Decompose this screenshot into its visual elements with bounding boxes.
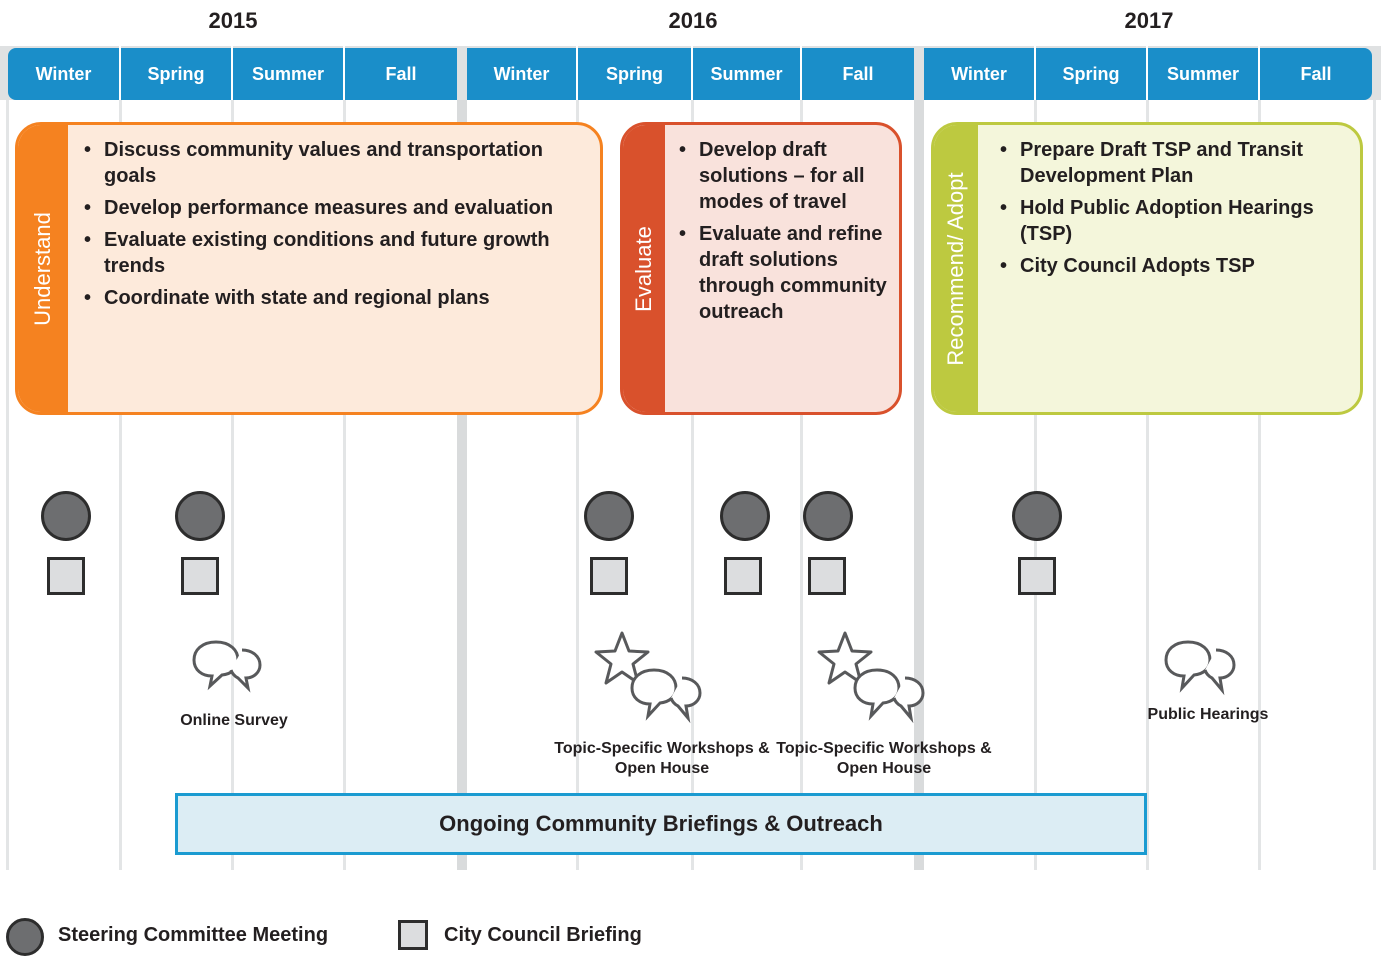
- grid-line: [6, 100, 9, 870]
- list-item: Hold Public Adoption Hearings (TSP): [996, 195, 1356, 247]
- season-separator: [343, 46, 345, 100]
- city-council-briefing-icon: [808, 557, 846, 595]
- grid-line: [1373, 100, 1376, 870]
- phase-understand-label: Understand: [30, 211, 55, 326]
- season-separator: [691, 46, 693, 100]
- grid-line: [1034, 100, 1037, 870]
- grid-line: [343, 100, 346, 870]
- season-label: Spring: [147, 64, 205, 84]
- list-item: Coordinate with state and regional plans: [80, 285, 590, 311]
- phase-recommend-list: Prepare Draft TSP and Transit Developmen…: [996, 137, 1356, 285]
- city-council-briefing-icon: [724, 557, 762, 595]
- grid-line: [231, 100, 234, 870]
- list-item: Evaluate and refine draft solutions thro…: [675, 221, 897, 325]
- steering-committee-meeting-icon: [584, 491, 634, 541]
- list-item: Develop draft solutions – for all modes …: [675, 137, 897, 215]
- grid-line: [691, 100, 694, 870]
- year-2016: 2016: [668, 8, 718, 33]
- season-separator: [1258, 46, 1260, 100]
- season-label: Spring: [1062, 64, 1120, 84]
- star-icon: [817, 631, 873, 685]
- grid-line: [119, 100, 122, 870]
- year-2015: 2015: [208, 8, 258, 33]
- phase-understand-list: Discuss community values and transportat…: [80, 137, 590, 317]
- list-item: Prepare Draft TSP and Transit Developmen…: [996, 137, 1356, 189]
- speech-bubbles-icon: [192, 640, 262, 693]
- legend-steering-label: Steering Committee Meeting: [58, 924, 329, 946]
- season-label: Summer: [710, 64, 783, 84]
- steering-committee-meeting-icon: [1012, 491, 1062, 541]
- season-label: Summer: [251, 64, 325, 84]
- speech-bubbles-icon: [853, 668, 925, 724]
- phase-recommend-tab: Recommend/ Adopt: [934, 125, 978, 412]
- phase-understand-tab: Understand: [18, 125, 68, 412]
- list-item: Develop performance measures and evaluat…: [80, 195, 590, 221]
- season-label: Winter: [493, 64, 550, 84]
- grid-line: [1258, 100, 1261, 870]
- list-item: City Council Adopts TSP: [996, 253, 1356, 279]
- phase-evaluate-tab: Evaluate: [623, 125, 665, 412]
- phase-understand: Understand Discuss community values and …: [15, 122, 603, 415]
- season-bar-2016: [467, 48, 914, 100]
- grid-line: [1146, 100, 1149, 870]
- season-separator: [231, 46, 233, 100]
- steering-committee-meeting-icon: [720, 491, 770, 541]
- season-separator: [119, 46, 121, 100]
- phase-evaluate-label: Evaluate: [631, 225, 656, 312]
- phase-recommend-label: Recommend/ Adopt: [943, 171, 968, 366]
- year-divider: [457, 100, 467, 870]
- city-council-briefing-icon: [47, 557, 85, 595]
- event-online-survey: Online Survey: [180, 712, 288, 729]
- season-label: Winter: [35, 64, 92, 84]
- season-separator: [1034, 46, 1036, 100]
- legend-council-icon: [398, 920, 428, 950]
- season-bar-2017: [924, 48, 1372, 100]
- phase-recommend-adopt: Recommend/ Adopt Prepare Draft TSP and T…: [931, 122, 1363, 415]
- speech-bubbles-icon: [1164, 640, 1236, 696]
- season-label: Fall: [1300, 64, 1332, 84]
- event-public-hearings: Public Hearings: [1147, 706, 1269, 723]
- city-council-briefing-icon: [181, 557, 219, 595]
- year-divider: [914, 100, 924, 870]
- phase-evaluate-list: Develop draft solutions – for all modes …: [675, 137, 897, 331]
- season-label: Winter: [951, 64, 1007, 84]
- city-council-briefing-icon: [1018, 557, 1056, 595]
- speech-bubbles-icon: [630, 668, 702, 724]
- event-workshop-2: Topic-Specific Workshops & Open House: [776, 740, 992, 777]
- season-label: Fall: [385, 64, 417, 84]
- legend-steering-icon: [6, 918, 44, 956]
- steering-committee-meeting-icon: [803, 491, 853, 541]
- season-separator: [800, 46, 802, 100]
- list-item: Evaluate existing conditions and future …: [80, 227, 590, 279]
- phase-evaluate: Evaluate Develop draft solutions – for a…: [620, 122, 902, 415]
- season-separator: [1146, 46, 1148, 100]
- season-label: Summer: [1166, 64, 1240, 84]
- star-icon: [594, 631, 650, 685]
- legend-council-label: City Council Briefing: [444, 924, 642, 946]
- list-item: Discuss community values and transportat…: [80, 137, 590, 189]
- ongoing-outreach-bar: Ongoing Community Briefings & Outreach: [175, 793, 1147, 855]
- season-separator: [576, 46, 578, 100]
- grid-line: [800, 100, 803, 870]
- grid-line: [576, 100, 579, 870]
- event-workshop-1: Topic-Specific Workshops & Open House: [554, 740, 770, 777]
- city-council-briefing-icon: [590, 557, 628, 595]
- year-2017: 2017: [1124, 8, 1174, 33]
- season-label: Fall: [842, 64, 874, 84]
- steering-committee-meeting-icon: [175, 491, 225, 541]
- season-label: Spring: [606, 64, 663, 84]
- steering-committee-meeting-icon: [41, 491, 91, 541]
